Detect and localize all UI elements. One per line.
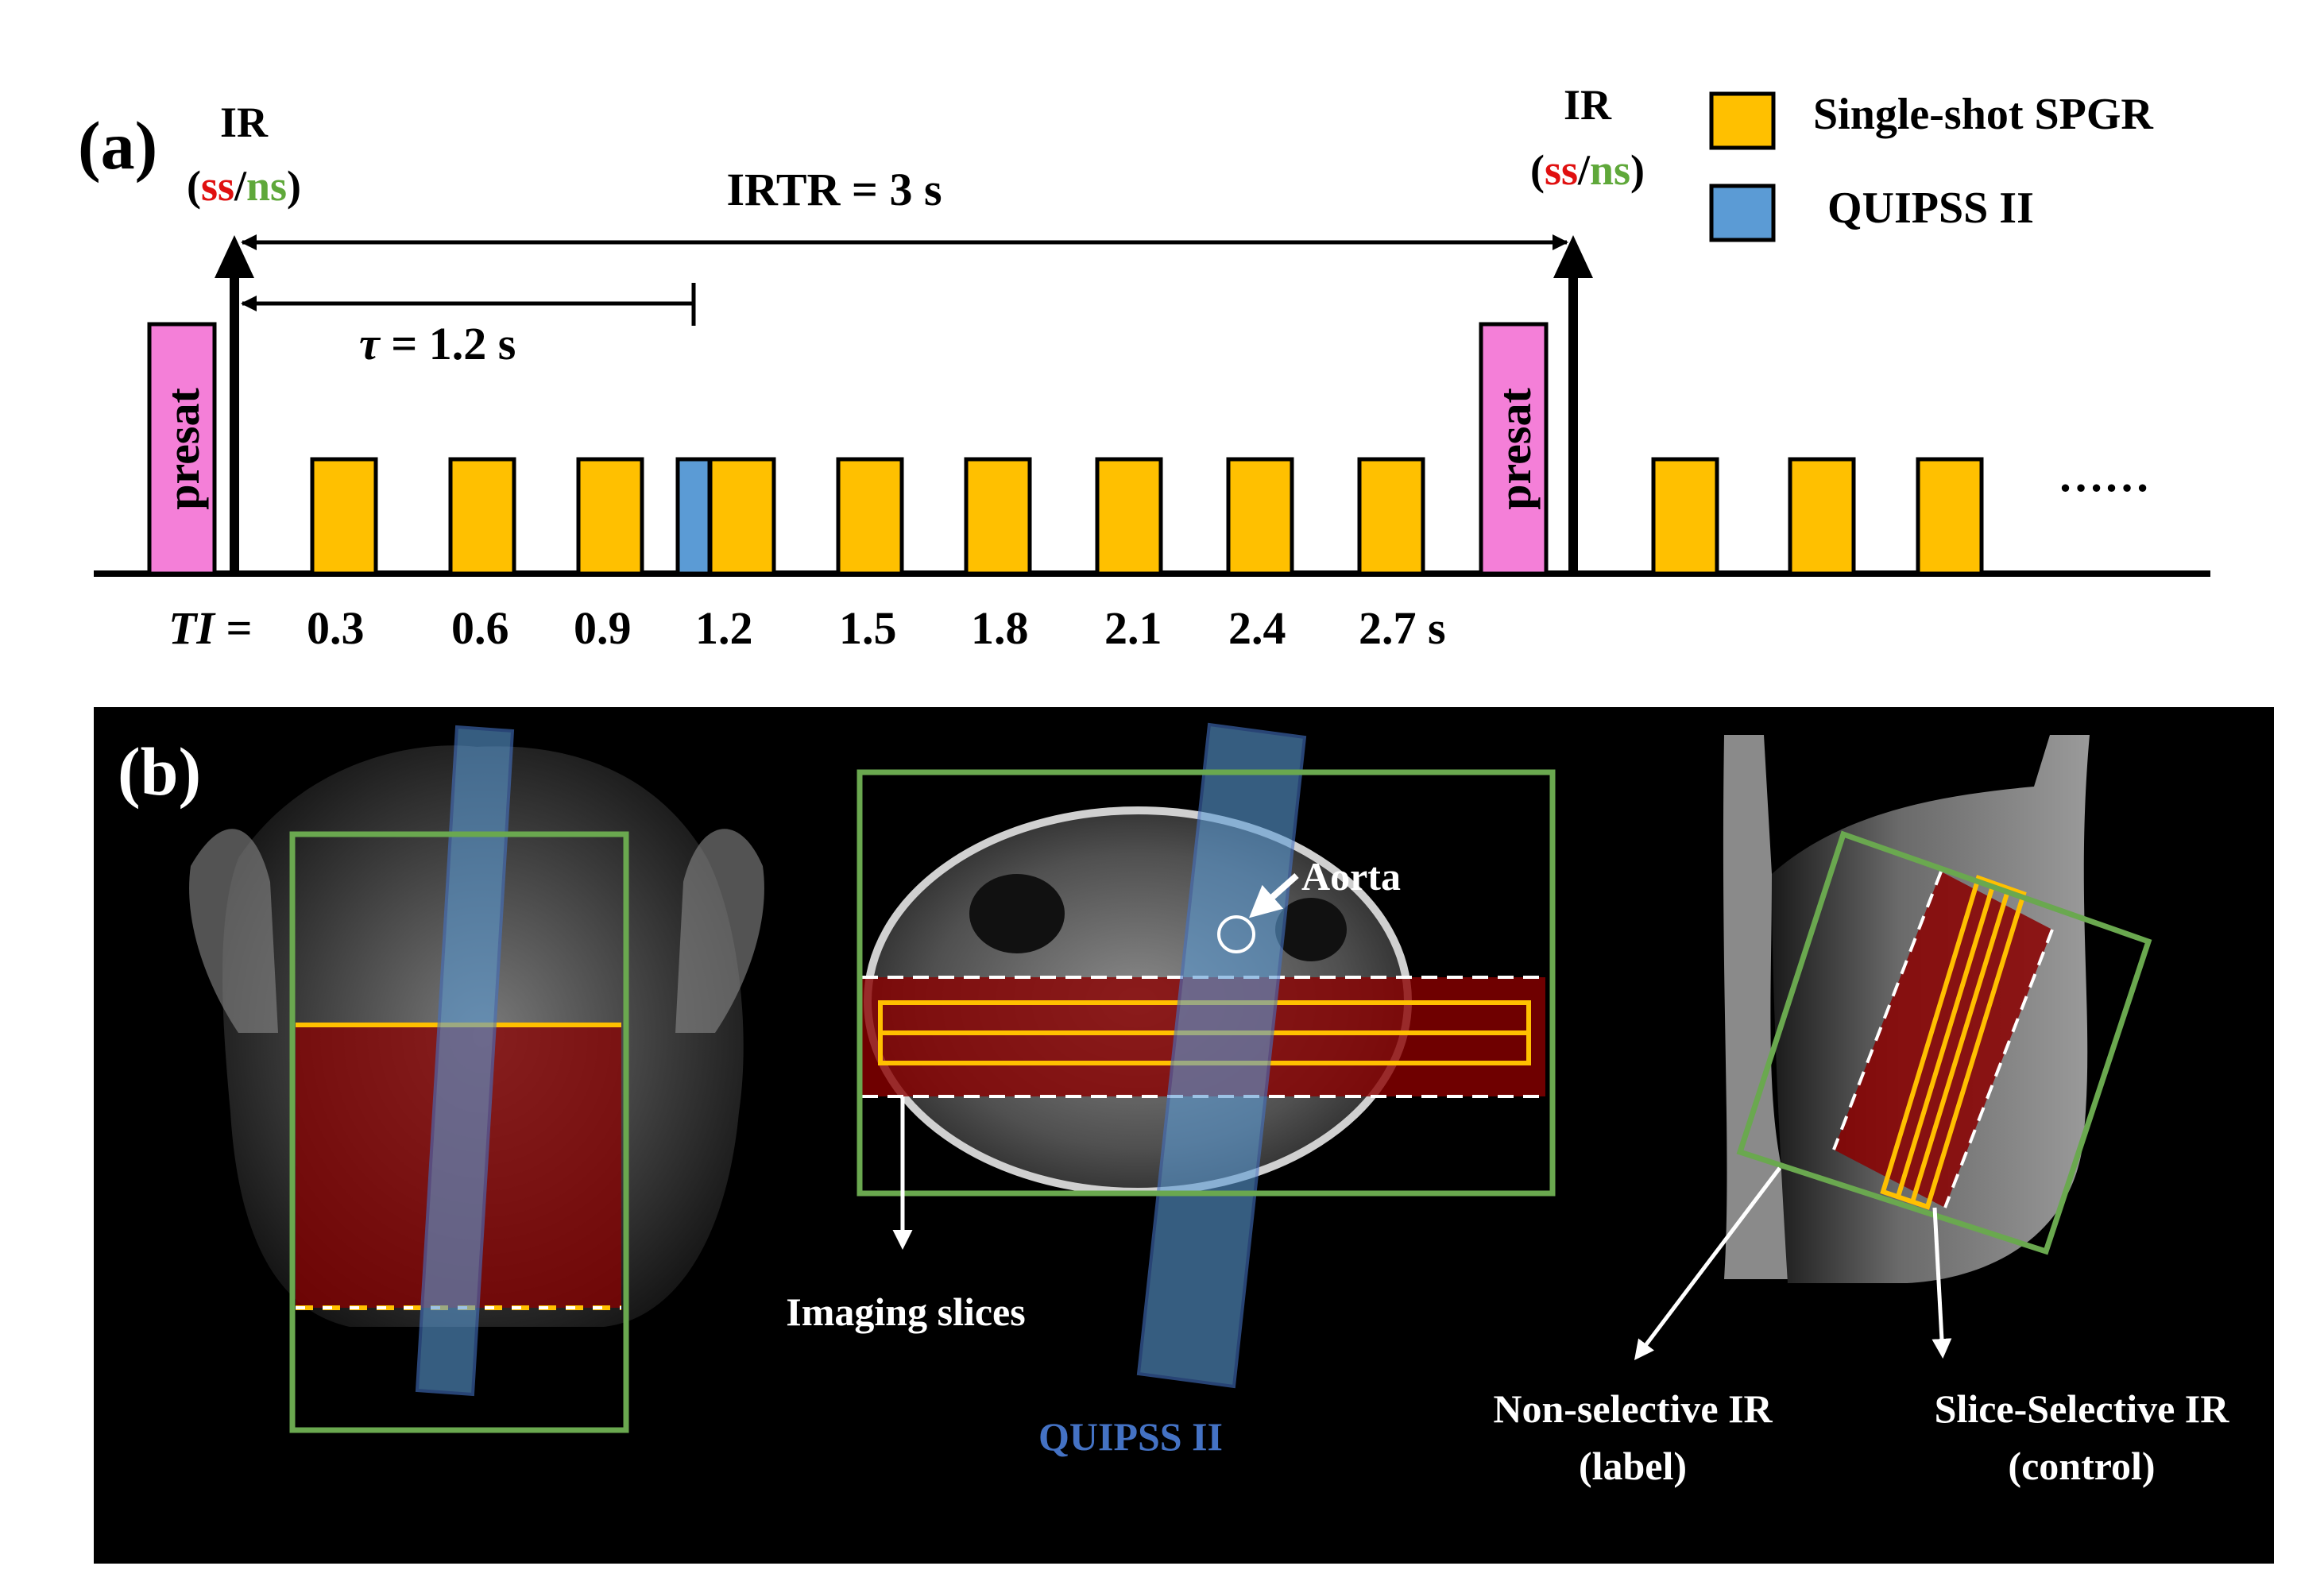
spgr-blocks bbox=[310, 457, 1984, 576]
ti-value: 1.8 bbox=[971, 602, 1029, 654]
ti-value: 2.4 bbox=[1228, 602, 1286, 654]
legend-label-quipss: QUIPSS II bbox=[1827, 184, 2034, 233]
sagittal-slab-right-dash bbox=[1943, 929, 2054, 1208]
panel-b-label: (b) bbox=[118, 733, 201, 810]
sagittal-fov-box bbox=[1736, 830, 2152, 1255]
ti-value: 0.3 bbox=[307, 602, 365, 654]
coronal-quipss-band bbox=[415, 725, 515, 1397]
axial-mri-bowel bbox=[1275, 898, 1347, 961]
presat-pulse-left bbox=[147, 322, 217, 576]
presat-pulse-right bbox=[1479, 322, 1549, 576]
ir-title-right: IR bbox=[1564, 81, 1612, 129]
quipss-block bbox=[675, 457, 712, 576]
spgr-block bbox=[964, 457, 1032, 576]
panel-a-label: (a) bbox=[78, 107, 157, 184]
panel-a: (a) presat presat IR (ss/ns) IR (ss/ns) … bbox=[78, 81, 2210, 654]
spgr-block bbox=[1916, 457, 1984, 576]
spgr-block bbox=[1226, 457, 1294, 576]
ti-value: 0.6 bbox=[451, 602, 509, 654]
continuation-ellipsis: …… bbox=[2058, 450, 2150, 501]
legend-swatch-quipss bbox=[1709, 184, 1776, 242]
legend-label-spgr: Single-shot SPGR bbox=[1813, 90, 2153, 139]
sagittal-imaging-slab bbox=[1834, 872, 2052, 1208]
nonselective-pointer-arrow bbox=[1634, 1166, 1781, 1360]
spgr-block bbox=[1651, 457, 1719, 576]
spgr-block bbox=[576, 457, 644, 576]
coronal-mri-shoulder-left bbox=[189, 829, 278, 1033]
ir-subtitle-right: (ss/ns) bbox=[1530, 146, 1645, 194]
axial-mri-bowel bbox=[969, 874, 1065, 953]
aorta-pointer-arrow bbox=[1249, 873, 1299, 918]
aorta-marker bbox=[1217, 915, 1255, 953]
sliceselective-label-line2: (control) bbox=[2008, 1444, 2155, 1488]
ti-value: 1.5 bbox=[839, 602, 897, 654]
irtr-label: IRTR = 3 s bbox=[726, 164, 942, 215]
coronal-fov-box bbox=[289, 831, 629, 1433]
spgr-block bbox=[1357, 457, 1425, 576]
ir-title-left: IR bbox=[220, 99, 269, 146]
spgr-block bbox=[836, 457, 904, 576]
spgr-block bbox=[448, 457, 516, 576]
ir-subtitle-left: (ss/ns) bbox=[187, 162, 301, 210]
nonselective-label-line1: Non-selective IR bbox=[1493, 1386, 1773, 1431]
sagittal-mri-spine bbox=[1723, 735, 1788, 1279]
sagittal-view: Non-selective IR (label) Slice-Selective… bbox=[1493, 735, 2229, 1488]
ti-prefix: TI = bbox=[168, 602, 253, 654]
presat-label-right: presat bbox=[1489, 388, 1541, 510]
sliceselective-label-line1: Slice-Selective IR bbox=[1935, 1386, 2230, 1431]
spgr-block bbox=[708, 457, 776, 576]
sagittal-slab-left-dash bbox=[1832, 871, 1943, 1150]
ir-arrowhead-left bbox=[215, 235, 254, 278]
axial-fov-box bbox=[857, 769, 1556, 1197]
panel-b: (b) Aorta bbox=[94, 707, 2274, 1564]
ti-value: 1.2 bbox=[695, 602, 753, 654]
sagittal-slice-divider bbox=[1896, 883, 1996, 1197]
axial-view: Aorta Imaging slices QUIPSS II bbox=[786, 722, 1556, 1459]
spgr-block bbox=[1788, 457, 1856, 576]
ti-value: 2.1 bbox=[1104, 602, 1162, 654]
ir-arrowhead-right bbox=[1553, 235, 1593, 278]
legend: Single-shot SPGR QUIPSS II bbox=[1709, 90, 2153, 242]
tau-label: τ = 1.2 s bbox=[359, 318, 516, 369]
spgr-block bbox=[1095, 457, 1163, 576]
imaging-slices-label: Imaging slices bbox=[786, 1289, 1025, 1334]
legend-swatch-spgr bbox=[1709, 91, 1776, 150]
ti-value: 0.9 bbox=[574, 602, 632, 654]
coronal-mri-shoulder-right bbox=[675, 829, 764, 1033]
coronal-view bbox=[189, 725, 764, 1433]
spgr-block bbox=[310, 457, 378, 576]
presat-label-left: presat bbox=[157, 388, 209, 510]
quipss-label: QUIPSS II bbox=[1038, 1414, 1223, 1459]
ti-value: 2.7 s bbox=[1359, 602, 1446, 654]
nonselective-label-line2: (label) bbox=[1579, 1444, 1687, 1488]
aorta-label: Aorta bbox=[1301, 854, 1401, 899]
sliceselective-pointer-arrow bbox=[1932, 1207, 1952, 1359]
sagittal-slice-divider bbox=[1910, 887, 2011, 1203]
